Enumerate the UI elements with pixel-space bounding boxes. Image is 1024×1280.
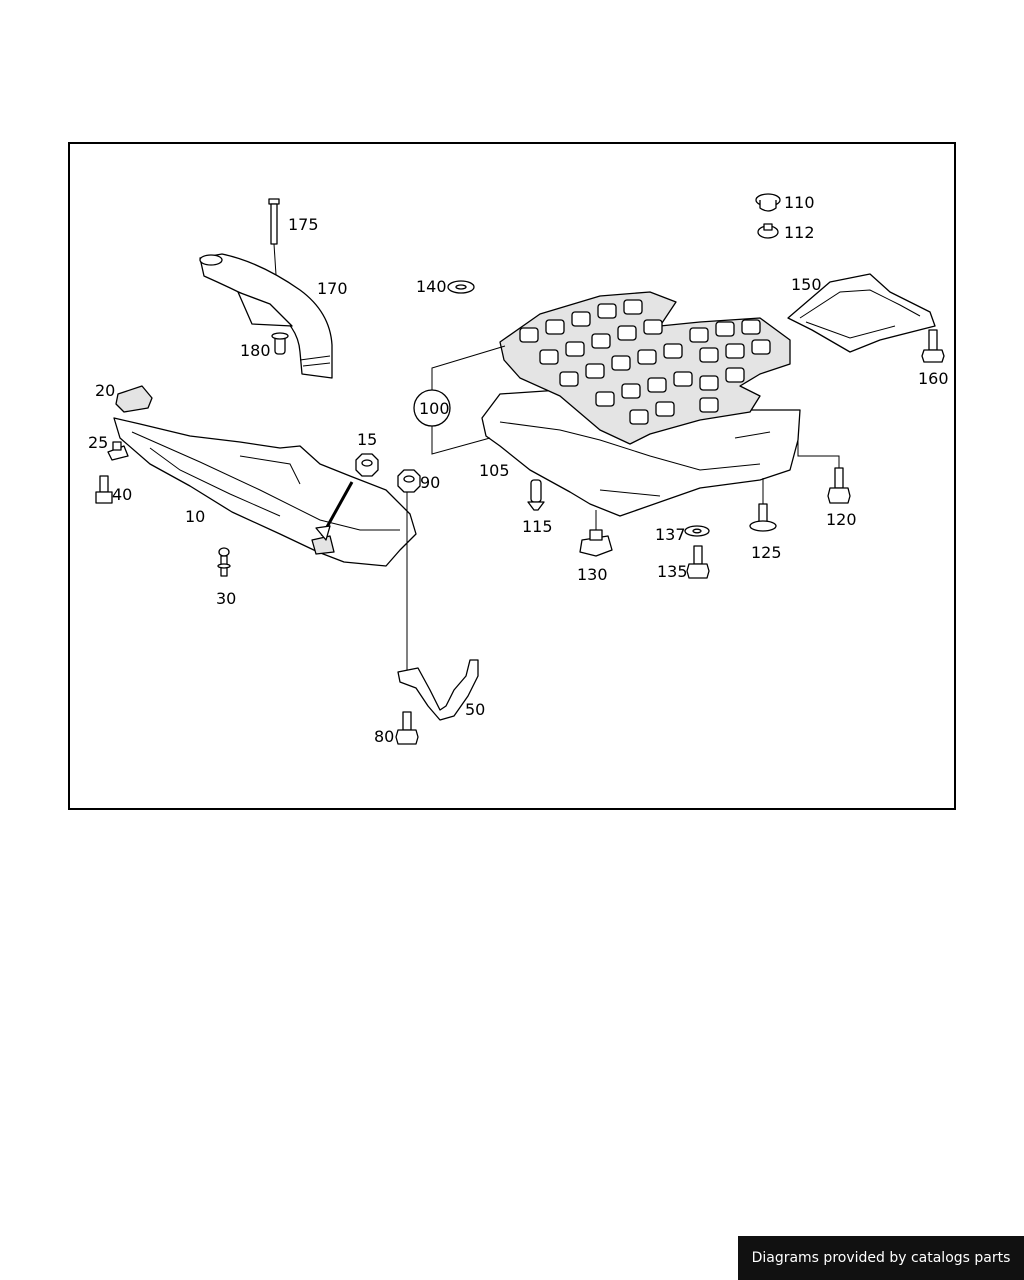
part-160-bolt[interactable] bbox=[921, 329, 945, 363]
arrow-15-head bbox=[315, 525, 331, 541]
callout-140: 140 bbox=[416, 277, 447, 296]
callout-20: 20 bbox=[95, 381, 115, 400]
callout-10: 10 bbox=[185, 507, 205, 526]
callout-137: 137 bbox=[655, 525, 686, 544]
callout-150: 150 bbox=[791, 275, 822, 294]
callout-130: 130 bbox=[577, 565, 608, 584]
part-170-air-duct[interactable] bbox=[199, 253, 333, 379]
callout-175: 175 bbox=[288, 215, 319, 234]
callout-160: 160 bbox=[918, 369, 949, 388]
callout-40: 40 bbox=[112, 485, 132, 504]
callout-100: 100 bbox=[419, 399, 450, 418]
callout-112: 112 bbox=[784, 223, 815, 242]
callout-50: 50 bbox=[465, 700, 485, 719]
part-80-bolt[interactable] bbox=[395, 711, 419, 745]
part-90-nut[interactable] bbox=[397, 469, 421, 493]
part-30-bolt[interactable] bbox=[217, 547, 231, 577]
part-130-clip[interactable] bbox=[579, 529, 613, 557]
part-112-nut[interactable] bbox=[757, 223, 779, 239]
callout-110: 110 bbox=[784, 193, 815, 212]
callout-100-group bbox=[413, 345, 506, 455]
part-20-cap[interactable] bbox=[115, 385, 153, 413]
callout-80: 80 bbox=[374, 727, 394, 746]
callout-120: 120 bbox=[826, 510, 857, 529]
callout-135: 135 bbox=[657, 562, 688, 581]
part-40-bolt[interactable] bbox=[95, 475, 113, 504]
part-175-bolt[interactable] bbox=[268, 198, 280, 276]
part-10-underbody-panel[interactable] bbox=[113, 417, 417, 567]
callout-115: 115 bbox=[522, 517, 553, 536]
callout-170: 170 bbox=[317, 279, 348, 298]
callout-105: 105 bbox=[479, 461, 510, 480]
callout-125: 125 bbox=[751, 543, 782, 562]
callout-15: 15 bbox=[357, 430, 377, 449]
part-150-heat-shield[interactable] bbox=[787, 273, 936, 353]
callout-25: 25 bbox=[88, 433, 108, 452]
leader-120 bbox=[797, 440, 840, 468]
part-50-bracket[interactable] bbox=[397, 659, 479, 721]
part-125-stud[interactable] bbox=[749, 503, 777, 532]
part-100-valve-body[interactable] bbox=[499, 291, 791, 445]
part-137-washer[interactable] bbox=[684, 525, 710, 537]
part-180-clip[interactable] bbox=[271, 332, 289, 355]
part-25-clip[interactable] bbox=[107, 441, 129, 461]
part-110-grommet[interactable] bbox=[755, 193, 781, 212]
part-140-washer[interactable] bbox=[447, 280, 475, 294]
credit-banner: Diagrams provided by catalogs parts bbox=[738, 1236, 1024, 1280]
part-120-bolt[interactable] bbox=[827, 467, 851, 504]
callout-30: 30 bbox=[216, 589, 236, 608]
part-135-bolt[interactable] bbox=[686, 545, 710, 579]
part-115-pin[interactable] bbox=[527, 479, 545, 511]
callout-90: 90 bbox=[420, 473, 440, 492]
part-15-nut[interactable] bbox=[355, 453, 379, 477]
callout-180: 180 bbox=[240, 341, 271, 360]
